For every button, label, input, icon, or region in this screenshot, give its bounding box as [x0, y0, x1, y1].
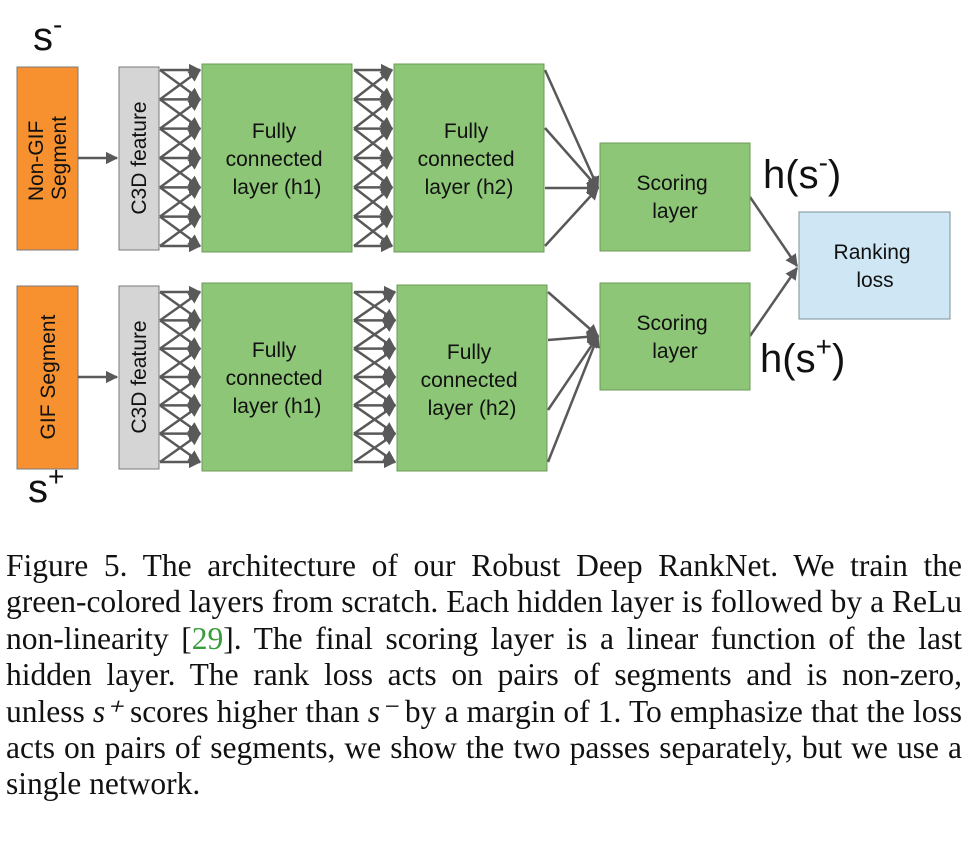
- c3d-to-h1-arrow-cross-up: [159, 375, 202, 407]
- h1-to-h2-arrow-cross-up: [353, 319, 397, 350]
- non-gif-segment-box: [16, 66, 79, 251]
- c3d-to-h1-arrow-cross-up: [159, 319, 202, 350]
- c3d-to-h1-arrow-cross-up: [159, 156, 202, 189]
- c3d-feature-label-top: C3D feature: [128, 101, 151, 214]
- fc-h1-box-bottom: [201, 282, 353, 472]
- h2-to-scoring-arrow: [543, 69, 600, 190]
- h2-to-scoring-arrow: [547, 291, 599, 337]
- c3d-to-h1-arrow-cross-up: [159, 432, 202, 464]
- h1-to-h2-arrow-cross-up: [353, 432, 397, 464]
- fc-h2-label-bottom: Fully connected layer (h2): [421, 341, 524, 420]
- c3d-to-h1-arrow-cross-up: [159, 98, 202, 130]
- h1-to-h2-arrow-cross-up: [353, 157, 393, 189]
- scoring-layer-box-top: [599, 142, 751, 252]
- h1-to-h2-arrow-cross-up: [353, 375, 397, 407]
- scoring-to-loss-arrow: [748, 266, 799, 337]
- h1-to-h2-arrow-cross-up: [353, 69, 393, 101]
- h1-to-h2-arrow-cross-up: [353, 98, 393, 130]
- h2-to-scoring-arrow: [546, 334, 600, 463]
- h1-to-h2-arrow-cross-up: [353, 215, 393, 247]
- h1-to-h2-arrow-cross-up: [353, 404, 397, 435]
- fc-h1-label-bottom: Fully connected layer (h1): [226, 339, 329, 418]
- c3d-to-h1-arrow-cross-up: [159, 215, 202, 248]
- h2-to-scoring-arrow: [544, 187, 599, 247]
- c3d-to-h1-arrow-cross-up: [159, 186, 202, 218]
- scoring-layer-label-bottom: Scoring layer: [636, 312, 713, 363]
- c3d-to-h1-arrow-cross-up: [159, 290, 202, 322]
- h1-to-h2-arrow-cross-up: [353, 127, 393, 159]
- citation-link[interactable]: 29: [191, 620, 224, 656]
- fc-h2-box-top: [393, 63, 545, 253]
- architecture-diagram: s- s+ Non-GIF Segment GIF Segment C3D fe…: [16, 9, 951, 511]
- h1-to-h2-arrow-cross-up: [353, 186, 393, 218]
- h1-to-h2-arrow-cross-up: [353, 290, 397, 322]
- scoring-layer-label-top: Scoring layer: [636, 172, 713, 223]
- ranking-loss-label: Ranking loss: [834, 241, 917, 292]
- c3d-feature-box-bottom: [118, 285, 160, 470]
- c3d-feature-label-bottom: C3D feature: [128, 320, 151, 433]
- c3d-to-h1-arrow-cross-up: [159, 347, 202, 379]
- c3d-to-h1-arrow-cross-up: [159, 127, 202, 160]
- connection-arrows: [159, 63, 799, 469]
- h-s-minus-label: h(s-): [763, 147, 841, 197]
- h-s-plus-label: h(s+): [760, 331, 845, 381]
- non-gif-segment-label: Non-GIF Segment: [25, 115, 71, 201]
- fc-h2-label-top: Fully connected layer (h2): [418, 120, 521, 199]
- gif-segment-label: GIF Segment: [37, 314, 60, 439]
- c3d-feature-box-top: [118, 66, 160, 251]
- h1-to-h2-arrow-cross-up: [353, 347, 397, 379]
- ranking-loss-box: [798, 211, 951, 320]
- fc-h2-box-bottom: [396, 284, 548, 472]
- c3d-to-h1-arrow-cross-up: [159, 404, 202, 435]
- h2-to-scoring-arrow: [544, 127, 599, 189]
- scoring-layer-box-bottom: [599, 282, 751, 391]
- c3d-to-h1-arrow-cross-up: [159, 68, 202, 101]
- fc-h1-box-top: [201, 63, 353, 253]
- fc-h1-label-top: Fully connected layer (h1): [226, 120, 329, 199]
- h2-to-scoring-arrow: [547, 330, 600, 344]
- scoring-to-loss-arrow: [748, 196, 799, 268]
- top-input-label: s-: [33, 9, 62, 59]
- figure-caption: Figure 5. The architecture of our Robust…: [6, 548, 963, 802]
